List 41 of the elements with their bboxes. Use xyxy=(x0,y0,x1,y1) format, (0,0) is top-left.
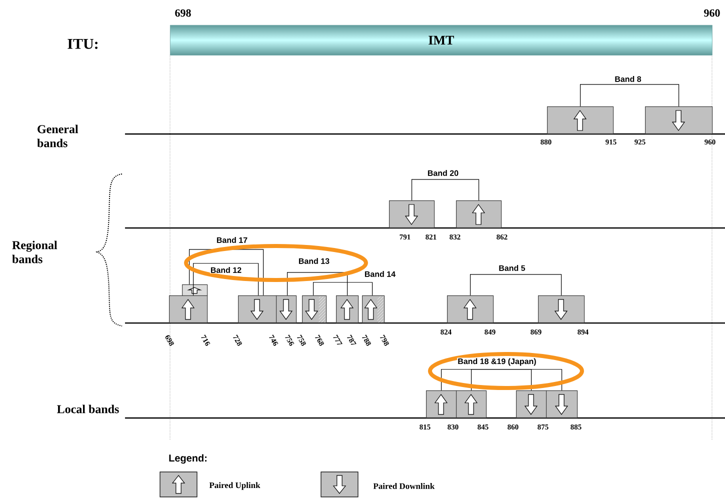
row-label: Local bands xyxy=(57,404,119,414)
bracket-line xyxy=(313,282,373,296)
band-box xyxy=(336,295,359,323)
band-box xyxy=(389,200,435,228)
edge-label: Band 20 xyxy=(426,170,460,176)
band-box xyxy=(547,106,614,134)
bracket-line xyxy=(193,263,259,296)
band-box xyxy=(516,390,547,418)
legend-title: Legend: xyxy=(169,454,206,464)
band-box xyxy=(169,295,208,323)
band-box xyxy=(447,295,494,323)
band-box xyxy=(238,295,277,323)
bracket-line xyxy=(580,84,680,107)
band-box xyxy=(456,390,487,418)
band-box xyxy=(546,390,578,418)
row-label: General bands xyxy=(37,124,78,148)
row-label: ITU: xyxy=(68,38,98,50)
edge-label: Band 14 xyxy=(364,270,396,278)
band-box xyxy=(426,390,457,418)
edge-label: Band 13 xyxy=(298,258,330,264)
bracket-line xyxy=(441,369,532,391)
bracket-line xyxy=(471,369,562,391)
legend-label: Paired Downlink xyxy=(373,483,435,489)
bracket-line xyxy=(412,179,480,201)
edge-label: Band 18 &19 (Japan) xyxy=(457,358,537,366)
bracket-line xyxy=(287,272,348,296)
number-label: 960 xyxy=(704,9,720,17)
band-box xyxy=(645,106,713,134)
band-box xyxy=(305,299,318,320)
edge-label: Band 17 xyxy=(216,236,248,244)
row-label: Regional bands xyxy=(12,240,58,264)
edge-label: Band 8 xyxy=(614,76,642,82)
legend-label: Paired Uplink xyxy=(209,482,260,490)
band-box xyxy=(538,295,585,323)
band-box xyxy=(182,284,208,296)
edge-label: Band 12 xyxy=(210,266,242,274)
edge-label: Band 5 xyxy=(498,264,526,272)
band-box xyxy=(456,200,502,228)
band-bar: IMT xyxy=(170,25,712,56)
bracket-line xyxy=(470,274,562,296)
band-box xyxy=(276,295,297,323)
